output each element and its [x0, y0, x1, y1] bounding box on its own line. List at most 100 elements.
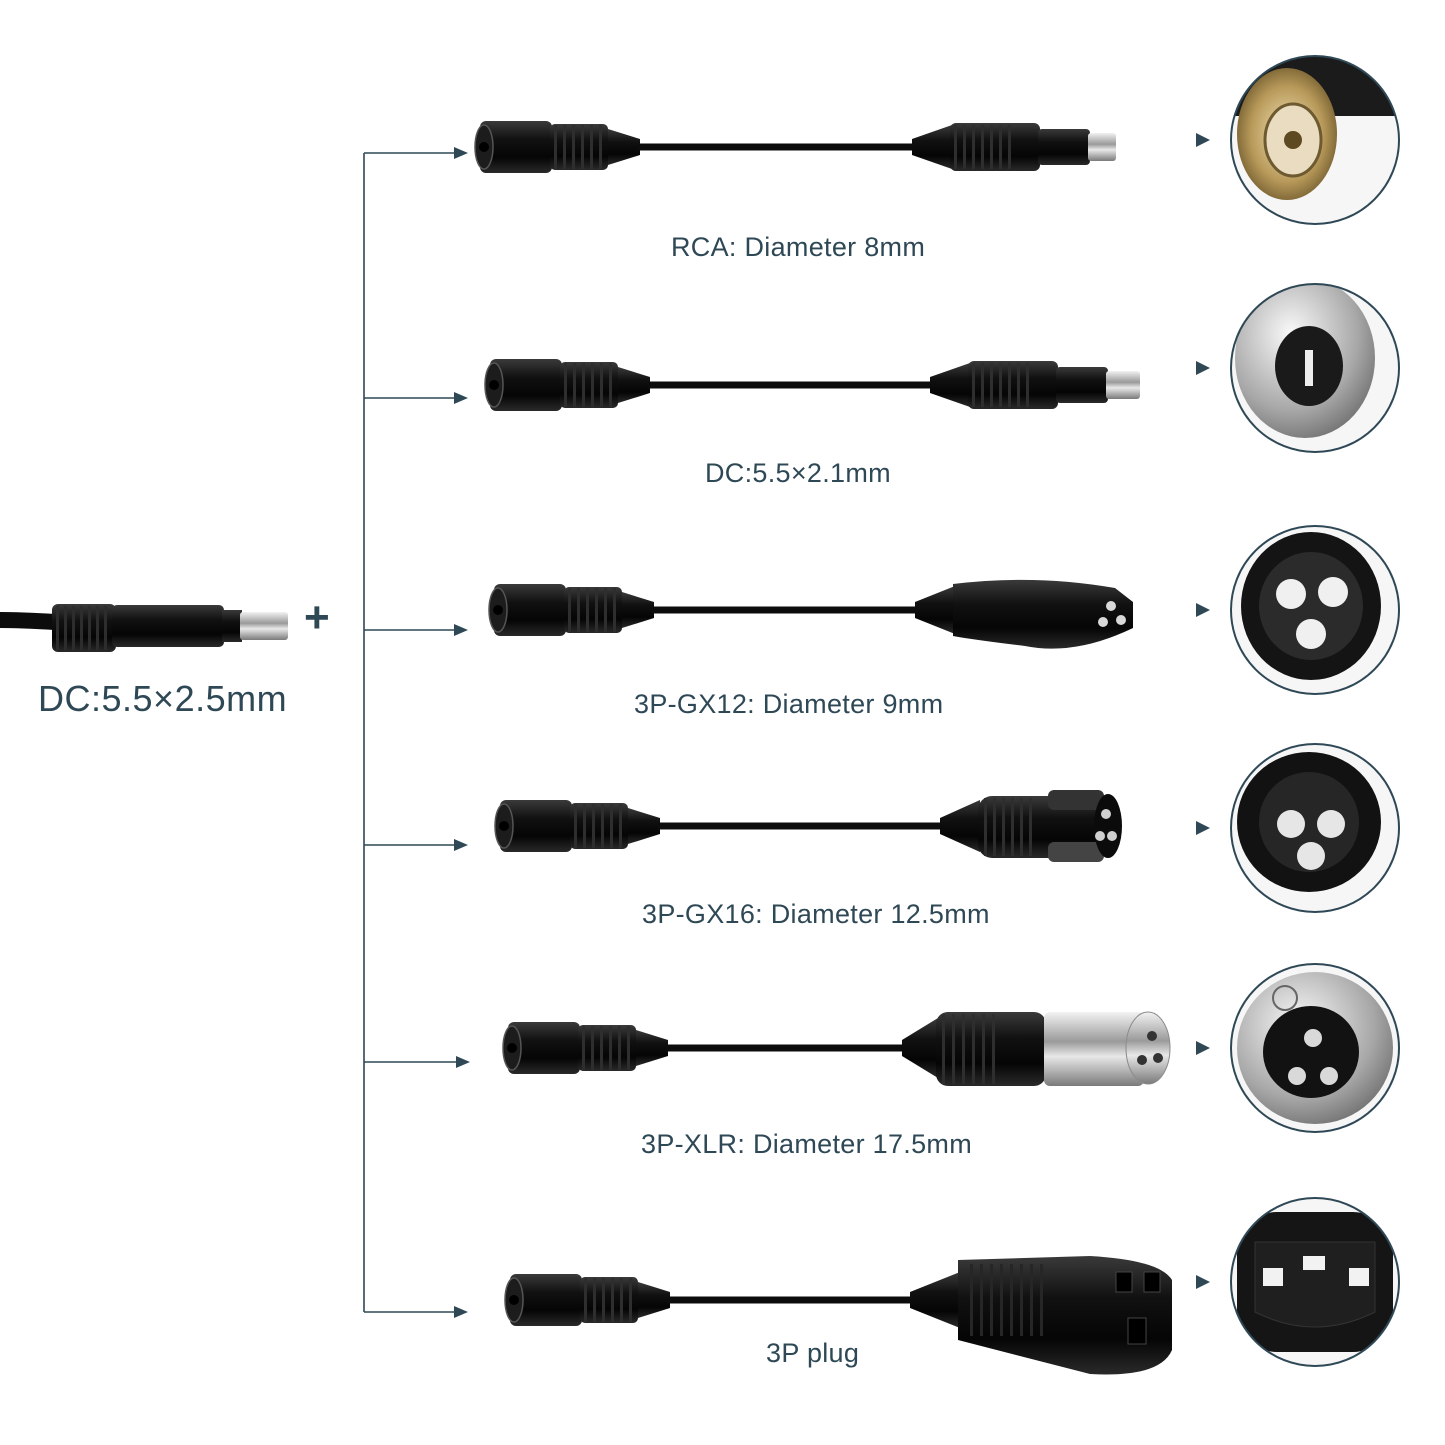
grip-ridge — [1020, 1264, 1023, 1336]
grip-ridge — [619, 804, 622, 848]
detail-photo — [1231, 56, 1399, 224]
grip-ridge — [593, 1278, 596, 1322]
adapter-label-3p-plug: 3P plug — [766, 1338, 860, 1368]
grip-ridge — [1008, 363, 1011, 407]
rca-socket-icon — [1196, 55, 1400, 225]
grip-ridge — [999, 363, 1002, 407]
source-collar — [222, 610, 242, 642]
socket-hole — [479, 142, 489, 152]
grip-ridge — [604, 588, 607, 632]
source-cable — [0, 612, 56, 630]
source-metal-tip — [240, 612, 288, 640]
female-dc-socket — [494, 584, 566, 636]
grip-ridge — [620, 1278, 623, 1322]
inner-face — [1259, 772, 1359, 872]
grip-ridge — [572, 125, 575, 169]
center-pin — [1284, 131, 1302, 149]
iec-slot — [1349, 1268, 1369, 1286]
female-dc-socket — [490, 359, 562, 411]
detail-circle-border — [1230, 283, 1400, 453]
grip-ridge — [980, 1264, 983, 1336]
socket-hole — [493, 605, 503, 615]
grip-ridge — [56, 606, 59, 650]
grip-ridge — [600, 363, 603, 407]
metal-tip — [1088, 133, 1116, 161]
detail-circle-border — [1230, 1197, 1400, 1367]
grip-ridge — [88, 606, 91, 650]
plug-strain-relief — [940, 800, 980, 852]
grip-ridge — [1011, 798, 1014, 856]
adapter-cable-xlr-3pin-male — [502, 1011, 1171, 1086]
socket-hole — [507, 1043, 517, 1053]
grip-ridge — [972, 1014, 975, 1084]
socket-hole — [489, 380, 499, 390]
grip-ridge — [954, 125, 957, 169]
grip-ridge — [972, 125, 975, 169]
grip-ridge — [601, 804, 604, 848]
grip-ridge — [1010, 1264, 1013, 1336]
grip-ridge — [962, 1014, 965, 1084]
grip-ridge — [1020, 798, 1023, 856]
grip-ridge — [1040, 1264, 1043, 1336]
detail-photo — [1231, 1198, 1399, 1366]
grip-ridge — [618, 1026, 621, 1070]
source-body — [112, 605, 224, 647]
detail-circle-border — [1230, 525, 1400, 695]
plug-collar — [1038, 129, 1090, 165]
gx12-body — [953, 579, 1133, 649]
xlr-face — [1125, 1011, 1171, 1085]
strain-relief — [636, 1030, 668, 1066]
grip-ridge — [574, 804, 577, 848]
female-dc-socket — [500, 800, 572, 852]
grip-ridge — [577, 588, 580, 632]
pin-hole — [1317, 810, 1345, 838]
socket-hole — [509, 1295, 519, 1305]
detail-photo — [1231, 526, 1399, 694]
xlr-pin — [1147, 1031, 1157, 1041]
pin-hole — [1116, 615, 1126, 625]
grip-ridge — [984, 798, 987, 856]
grip-ridge — [613, 588, 616, 632]
grip-ridge — [563, 125, 566, 169]
strain-relief — [618, 367, 650, 403]
grip-ridge — [599, 125, 602, 169]
latch — [1048, 842, 1104, 862]
grip-ridge — [990, 363, 993, 407]
detail-arrow — [1196, 361, 1210, 375]
grip-ridge — [573, 363, 576, 407]
strain-relief — [608, 129, 640, 165]
adapter-label-gx12: 3P-GX12: Diameter 9mm — [634, 689, 944, 719]
socket-hole — [499, 821, 509, 831]
grip-ridge — [999, 125, 1002, 169]
grip-ridge — [1002, 798, 1005, 856]
grip-ridge — [610, 804, 613, 848]
pin-hole — [1107, 831, 1117, 841]
grip-ridge — [568, 588, 571, 632]
pin-hole — [1277, 810, 1305, 838]
detail-circle-border — [1230, 55, 1400, 225]
detail-arrow — [1196, 1275, 1210, 1289]
iec-inner — [1254, 1241, 1376, 1328]
grip-ridge — [581, 125, 584, 169]
grip-ridge — [942, 1014, 945, 1084]
grip-ridge — [104, 606, 107, 650]
grip-ridge — [982, 1014, 985, 1084]
grip-ridge — [963, 125, 966, 169]
grip-ridge — [992, 1014, 995, 1084]
plug-strain-relief — [910, 1272, 960, 1328]
pin-hole — [1276, 579, 1306, 609]
pin-hole — [1098, 617, 1108, 627]
plug-collar — [1056, 367, 1108, 403]
grip-ridge — [602, 1278, 605, 1322]
pin-hole — [1095, 831, 1105, 841]
grip-ridge — [609, 363, 612, 407]
xlr-pin — [1288, 1067, 1306, 1085]
xlr-pin — [1304, 1029, 1322, 1047]
grip-ridge — [80, 606, 83, 650]
pin-hole — [1101, 809, 1111, 819]
grip-ridge — [564, 363, 567, 407]
grip-ridge — [627, 1026, 630, 1070]
adapter-label-xlr: 3P-XLR: Diameter 17.5mm — [641, 1129, 973, 1159]
adapter-cable-dc-barrel — [484, 359, 1140, 411]
iec-slot — [1127, 1317, 1147, 1345]
